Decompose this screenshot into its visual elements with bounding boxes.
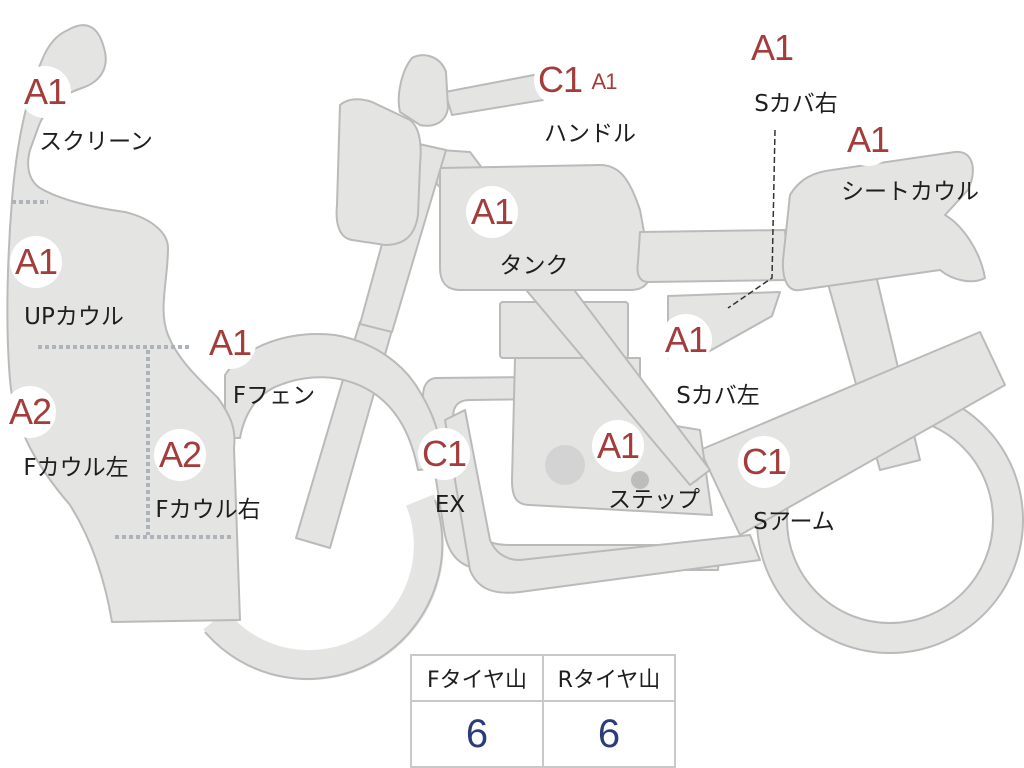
s-cover-left-label: Sカバ左 bbox=[676, 383, 760, 409]
seat-cowl-label: シートカウル bbox=[841, 179, 979, 205]
seat-front bbox=[636, 229, 789, 283]
f-cowl-left-label: Fカウル左 bbox=[23, 455, 129, 481]
front-tire-tread-header: Fタイヤ山 bbox=[410, 654, 544, 702]
f-fender-label: Fフェン bbox=[232, 383, 316, 409]
tank-grade: A1 bbox=[468, 188, 516, 236]
s-cover-right-label: Sカバ右 bbox=[754, 91, 838, 117]
rear-tire-tread-header: Rタイヤ山 bbox=[542, 654, 676, 702]
mirror bbox=[397, 54, 449, 127]
exhaust-label: EX bbox=[434, 492, 466, 518]
f-cowl-right-grade: A2 bbox=[156, 431, 204, 479]
footpeg-1 bbox=[631, 471, 649, 489]
handle-grade: C1 bbox=[536, 56, 584, 104]
rear-tire-tread-value: 6 bbox=[542, 700, 676, 768]
up-cowl-label: UPカウル bbox=[24, 304, 124, 330]
tank-label: タンク bbox=[499, 253, 569, 279]
screen-label: スクリーン bbox=[39, 129, 153, 155]
front-wheel-outline bbox=[204, 499, 444, 680]
headlight bbox=[335, 98, 422, 246]
step-grade: A1 bbox=[594, 422, 642, 470]
f-cowl-right-label: Fカウル右 bbox=[155, 497, 261, 523]
up-cowl-grade: A1 bbox=[12, 238, 60, 286]
s-cover-right-leader bbox=[727, 129, 776, 309]
handle-label: ハンドル bbox=[544, 121, 636, 147]
front-tire-tread-value: 6 bbox=[410, 700, 544, 768]
front-wheel bbox=[203, 494, 444, 681]
s-cover-right-grade: A1 bbox=[748, 24, 796, 72]
s-cover-left-grade: A1 bbox=[662, 316, 710, 364]
swing-arm-grade: C1 bbox=[740, 438, 788, 486]
handle-grade-2: A1 bbox=[589, 67, 619, 97]
tire-tread-header-row: Fタイヤ山 Rタイヤ山 bbox=[410, 654, 676, 702]
step-label: ステップ bbox=[608, 487, 700, 513]
f-cowl-left-grade: A2 bbox=[6, 388, 54, 436]
screen-grade: A1 bbox=[21, 68, 69, 116]
exhaust-grade: C1 bbox=[420, 430, 468, 478]
lower-frame bbox=[444, 409, 761, 594]
seat-cowl-grade: A1 bbox=[844, 116, 892, 164]
tire-tread-table: Fタイヤ山 Rタイヤ山 6 6 bbox=[410, 654, 676, 768]
tire-tread-value-row: 6 6 bbox=[410, 700, 676, 768]
f-fender-grade: A1 bbox=[206, 319, 254, 367]
engine-case bbox=[545, 445, 585, 485]
swing-arm bbox=[699, 331, 1006, 536]
seat-cowl bbox=[781, 150, 986, 292]
swing-arm-label: Sアーム bbox=[753, 509, 835, 535]
